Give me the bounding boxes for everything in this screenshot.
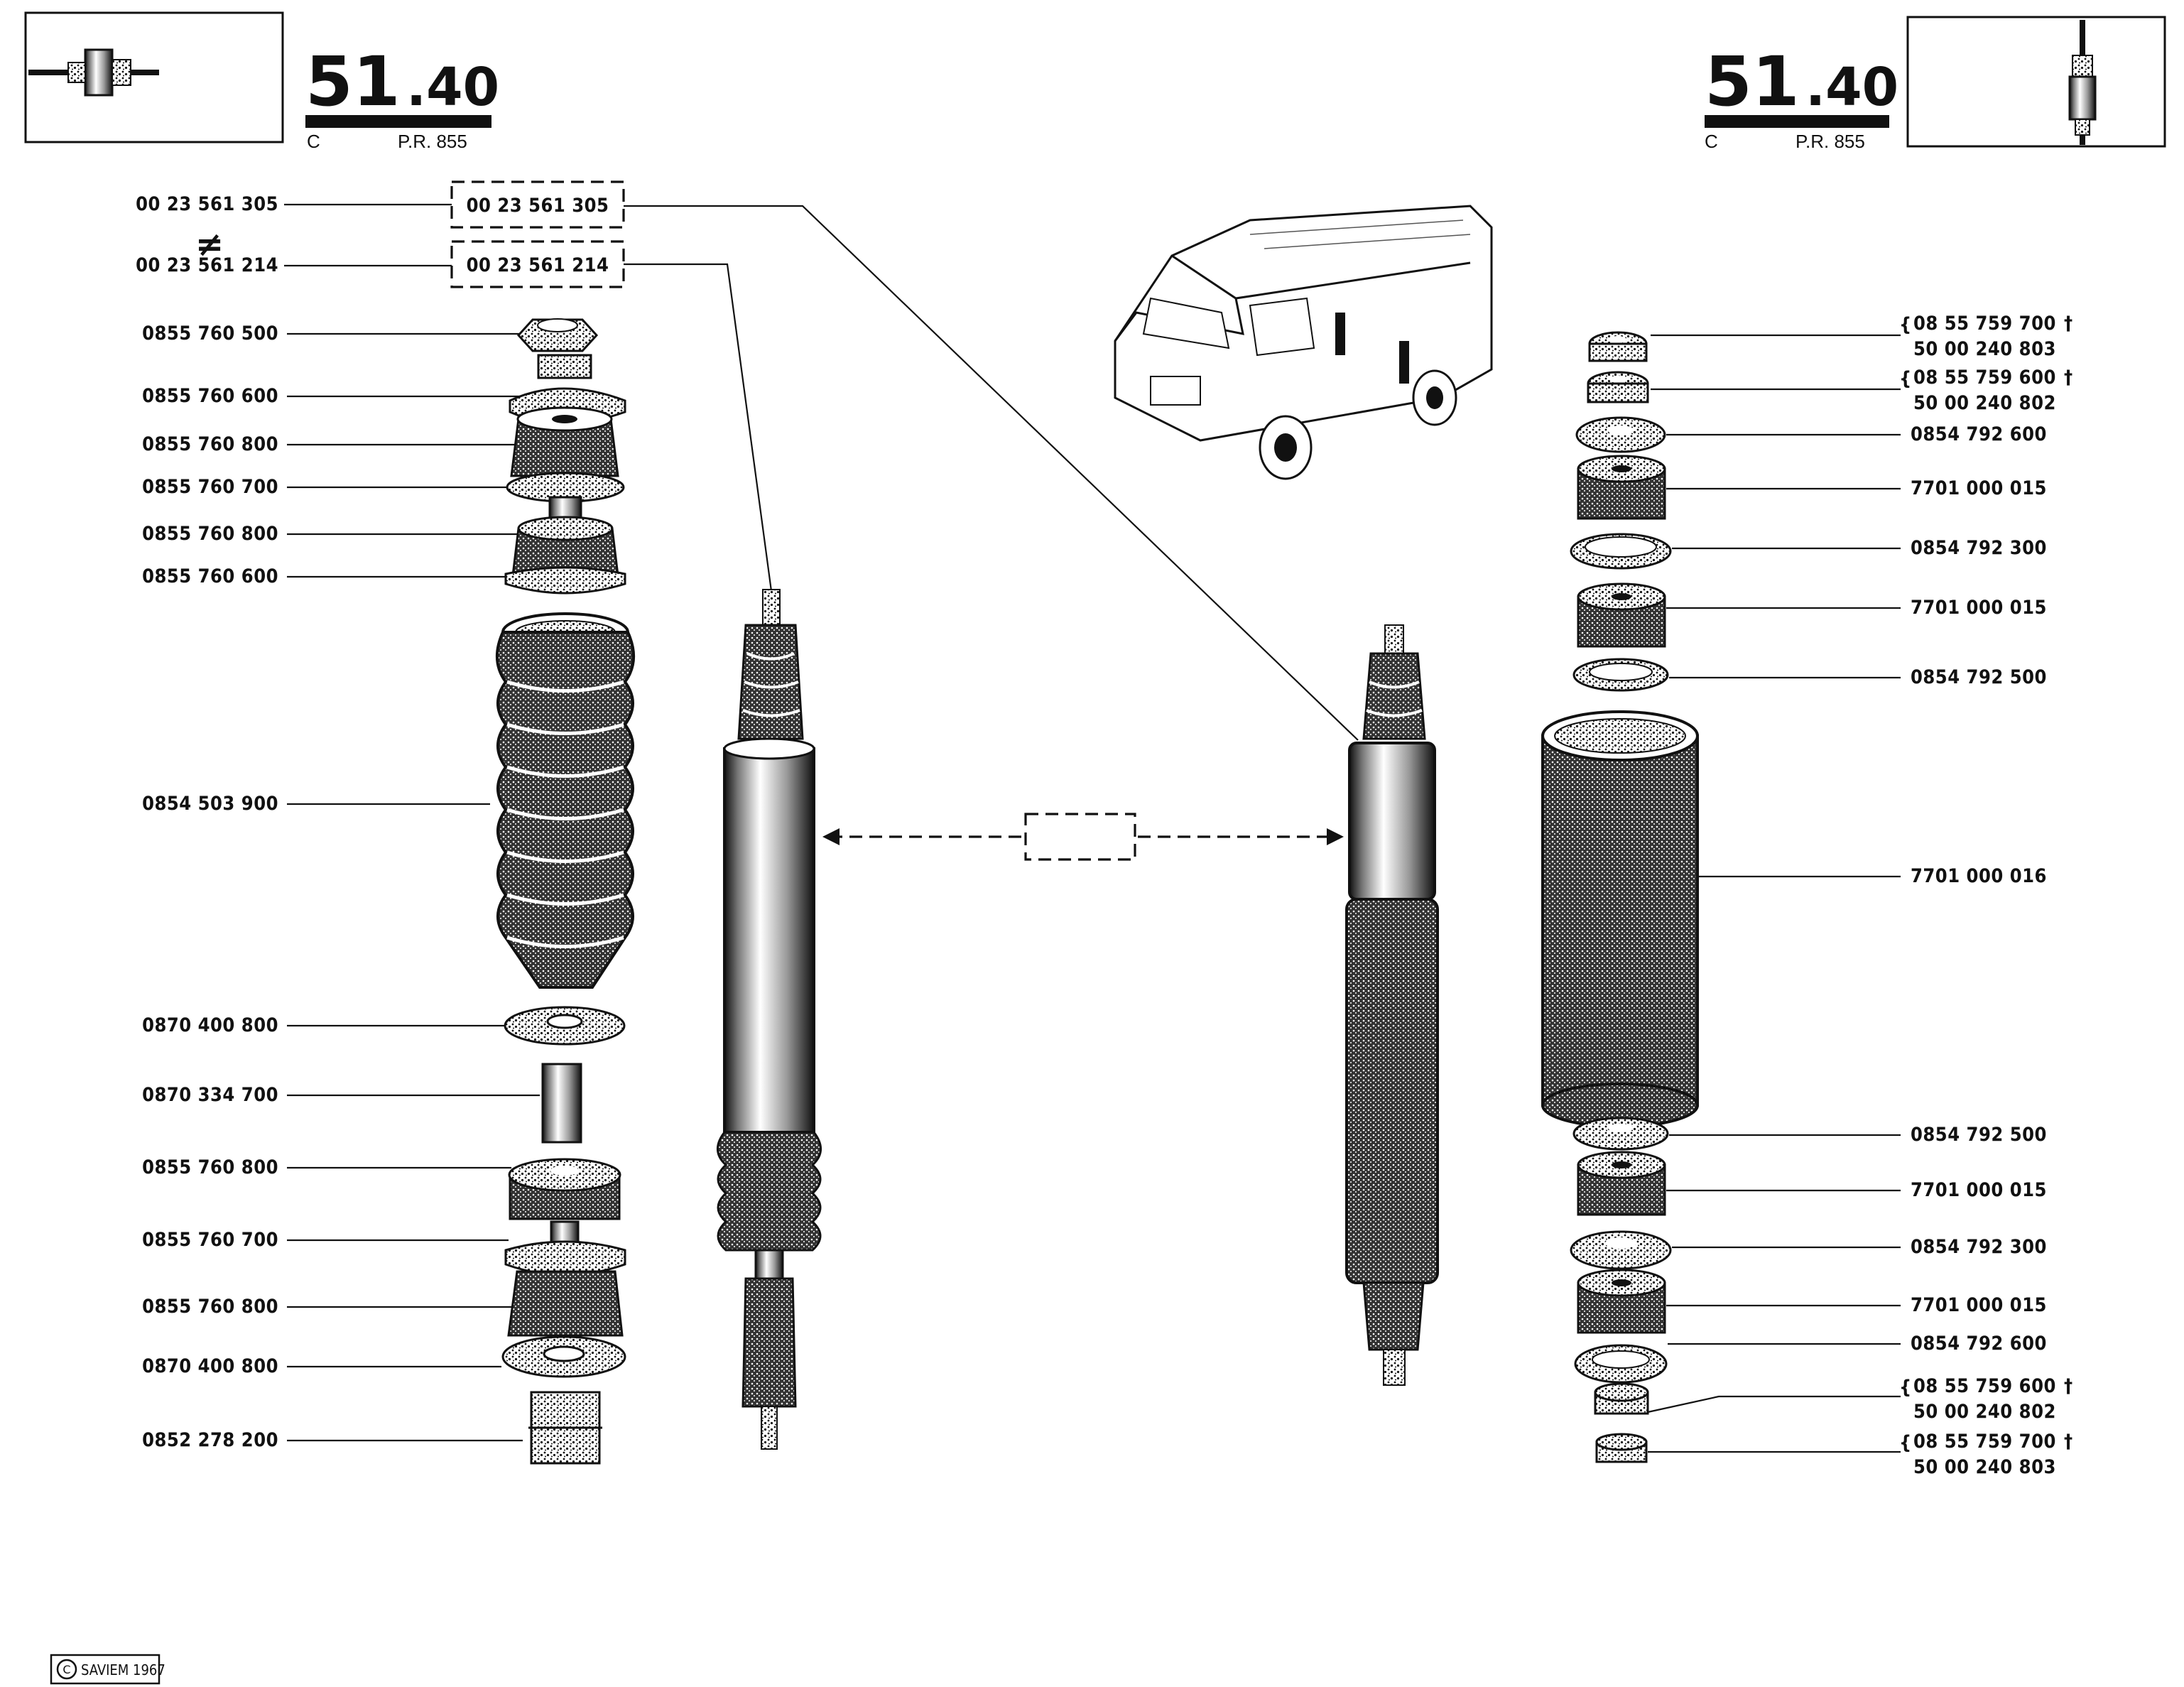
left-label-14: 0855 760 800 [142, 1296, 278, 1318]
right-exploded-stack [1541, 331, 1699, 1463]
copyright-icon [56, 1659, 77, 1680]
left-label-12: 0855 760 800 [142, 1156, 278, 1178]
variant-right: C [1705, 131, 1718, 152]
left-shock-absorber [717, 589, 822, 1450]
variant-left: C [307, 131, 320, 152]
left-labels: 00 23 561 305 00 23 561 214 0855 760 500… [136, 193, 540, 1451]
boxed-ref-2-leader [624, 263, 773, 592]
right-label-2a: 08 55 759 600 [1913, 367, 2056, 389]
right-label-1a: 08 55 759 700 [1913, 313, 2056, 335]
left-label-9: 0854 503 900 [142, 793, 278, 815]
left-label-10: 0870 400 800 [142, 1014, 278, 1036]
section-minor-left: .40 [406, 57, 499, 118]
right-label-1b: 50 00 240 803 [1913, 338, 2056, 360]
thumbnail-frame-left [24, 11, 284, 143]
shock-absorber-thumbnail-icon [28, 48, 159, 97]
boxed-ref-2-label: 00 23 561 214 [467, 254, 609, 276]
right-label-13: 0854 792 600 [1911, 1333, 2047, 1355]
header-rule-left [305, 115, 491, 128]
section-major-right: 51 [1705, 42, 1800, 121]
reference-right: P.R. 855 [1795, 131, 1865, 152]
dagger-2: † [2064, 367, 2073, 389]
thumbnail-frame-right [1906, 16, 2166, 148]
left-label-5: 0855 760 800 [142, 433, 278, 455]
right-shock-absorber [1345, 624, 1439, 1386]
copyright-text: SAVIEM 1967 [81, 1661, 165, 1678]
bracket-15: { [1899, 1432, 1912, 1454]
section-minor-right: .40 [1805, 57, 1898, 118]
van-illustration [1114, 205, 1493, 480]
left-label-8: 0855 760 600 [142, 565, 278, 587]
dagger-14: † [2064, 1375, 2073, 1397]
right-label-3: 0854 792 600 [1911, 423, 2047, 445]
svg-text:C: C [63, 1663, 70, 1676]
header-left: 51 .40 C P.R. 855 [24, 11, 499, 152]
boxed-ref-1-label: 00 23 561 305 [467, 195, 609, 217]
right-label-15b: 50 00 240 803 [1913, 1456, 2056, 1478]
right-label-10: 7701 000 015 [1911, 1179, 2047, 1201]
right-label-14b: 50 00 240 802 [1913, 1401, 2056, 1423]
right-label-8: 7701 000 016 [1911, 865, 2047, 887]
bracket-1: { [1899, 314, 1912, 336]
right-label-7: 0854 792 500 [1911, 666, 2047, 688]
right-label-12: 7701 000 015 [1911, 1294, 2047, 1316]
left-label-15: 0870 400 800 [142, 1355, 278, 1377]
right-label-6: 7701 000 015 [1911, 597, 2047, 619]
left-label-4: 0855 760 600 [142, 385, 278, 407]
left-label-6: 0855 760 700 [142, 476, 278, 498]
bracket-14: { [1899, 1377, 1912, 1399]
right-label-4: 7701 000 015 [1911, 477, 2047, 499]
boxed-ref-1 [450, 180, 625, 229]
right-label-9: 0854 792 500 [1911, 1124, 2047, 1146]
dagger-15: † [2064, 1431, 2073, 1453]
boxed-ref-1-leader [624, 205, 1359, 741]
right-label-11: 0854 792 300 [1911, 1236, 2047, 1258]
bellows-boot [495, 612, 636, 989]
copyright-box: C SAVIEM 1967 [50, 1654, 165, 1685]
header-rule-right [1705, 115, 1889, 128]
not-equal-symbol: ≠ [195, 224, 224, 264]
left-label-1: 00 23 561 305 [136, 193, 278, 215]
left-label-3: 0855 760 500 [142, 322, 278, 345]
boxed-ref-2 [450, 240, 625, 288]
right-label-15a: 08 55 759 700 [1913, 1431, 2056, 1453]
dagger-1: † [2064, 313, 2073, 335]
left-label-16: 0852 278 200 [142, 1429, 278, 1451]
right-labels: { 08 55 759 700 † 50 00 240 803 { 08 55 … [1647, 313, 2073, 1478]
bracket-2: { [1899, 368, 1912, 390]
left-label-13: 0855 760 700 [142, 1229, 278, 1251]
section-major-left: 51 [305, 42, 401, 121]
left-label-2: 00 23 561 214 [136, 254, 278, 276]
left-label-7: 0855 760 800 [142, 523, 278, 545]
interchange-link [822, 813, 1344, 861]
right-label-5: 0854 792 300 [1911, 537, 2047, 559]
header-right: 51 .40 C P.R. 855 [1705, 16, 2166, 152]
right-label-14a: 08 55 759 600 [1913, 1375, 2056, 1397]
left-exploded-stack [495, 318, 636, 1465]
left-label-11: 0870 334 700 [142, 1084, 278, 1106]
reference-left: P.R. 855 [398, 131, 467, 152]
boxed-refs: 00 23 561 305 00 23 561 214 ≠ [195, 180, 1359, 741]
shock-absorber-thumbnail-icon [2068, 20, 2097, 145]
right-label-2b: 50 00 240 802 [1913, 392, 2056, 414]
